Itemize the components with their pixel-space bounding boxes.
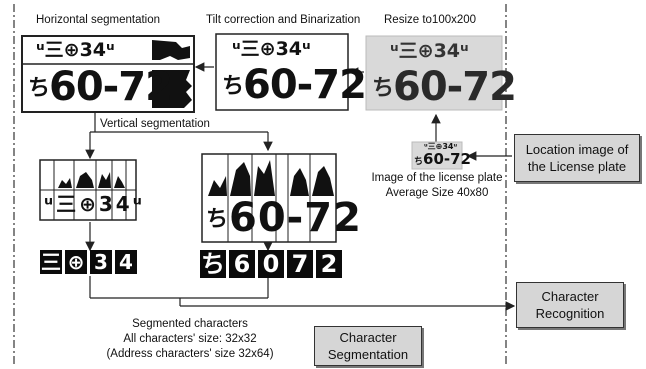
number-plate-prefix: ち [206, 207, 230, 232]
tilt-plate-digits: 60-72 [243, 62, 367, 108]
location-box: Location image of the License plate [514, 134, 640, 182]
location-box-line2: the License plate [527, 159, 627, 174]
label-horizontal-segmentation: Horizontal segmentation [36, 14, 161, 26]
number-plate-chars: ち60-72 [206, 196, 362, 242]
segmentation-box: Character Segmentation [314, 326, 422, 366]
segmented-char: 0 [258, 250, 284, 278]
segmented-char: 6 [229, 250, 255, 278]
segmented-char: ⊕ [65, 250, 87, 274]
label-resize: Resize to100x200 [384, 14, 477, 26]
number-segment-plate [201, 153, 337, 243]
resized-plate-top-row: ᵘ三⊕34ᵘ [390, 40, 469, 62]
hseg-plate-prefix: ち [28, 76, 50, 101]
resized-plate [365, 35, 503, 111]
segmented-char: 4 [115, 250, 137, 274]
label-segmented-3: (Address characters' size 32x64) [106, 348, 274, 360]
segmented-char: 三 [40, 250, 62, 274]
horizontal-segmented-plate [21, 35, 195, 113]
resized-plate-number: ち60-72 [372, 64, 517, 112]
small-plate [411, 141, 463, 170]
recognition-box-line1: Character [541, 289, 599, 304]
address-segment-plate [39, 159, 137, 221]
tilt-corrected-plate [215, 33, 349, 111]
location-box-line1: Location image of [525, 142, 629, 157]
segmentation-box-line1: Character [339, 330, 397, 345]
tilt-plate-prefix: ち [222, 74, 244, 99]
small-plate-number: ち60-72 [414, 150, 471, 171]
label-plate-caption-2: Average Size 40x80 [385, 187, 489, 199]
small-plate-digits: 60-72 [423, 150, 471, 168]
segmented-char: 3 [90, 250, 112, 274]
label-plate-caption-1: Image of the license plate [371, 172, 503, 184]
label-segmented-1: Segmented characters [132, 318, 248, 330]
recognition-box-line2: Recognition [535, 306, 605, 321]
segmentation-box-line2: Segmentation [327, 347, 409, 362]
hseg-plate-number: ち60-72 [28, 64, 173, 112]
small-plate-top-row: ᵘ三⊕34ᵘ [424, 142, 458, 151]
resized-plate-prefix: ち [372, 76, 394, 101]
label-vertical-segmentation: Vertical segmentation [100, 118, 210, 130]
segmented-char: ち [200, 250, 226, 278]
segmented-char: 7 [287, 250, 313, 278]
label-segmented-2: All characters' size: 32x32 [123, 333, 257, 345]
resized-plate-digits: 60-72 [393, 64, 517, 110]
hseg-plate-digits: 60-72 [49, 64, 173, 110]
small-plate-prefix: ち [414, 157, 424, 167]
tilt-plate-number: ち60-72 [222, 62, 367, 110]
tilt-plate-top-row: ᵘ三⊕34ᵘ [232, 38, 311, 60]
recognition-box: Character Recognition [516, 282, 624, 328]
number-plate-digits: 60-72 [229, 195, 362, 241]
hseg-plate-top-row: ᵘ三⊕34ᵘ [36, 39, 115, 61]
address-plate-chars: ᵘ三⊕34ᵘ [44, 192, 145, 216]
segmented-char: 2 [316, 250, 342, 278]
label-tilt-correction: Tilt correction and Binarization [206, 14, 361, 26]
